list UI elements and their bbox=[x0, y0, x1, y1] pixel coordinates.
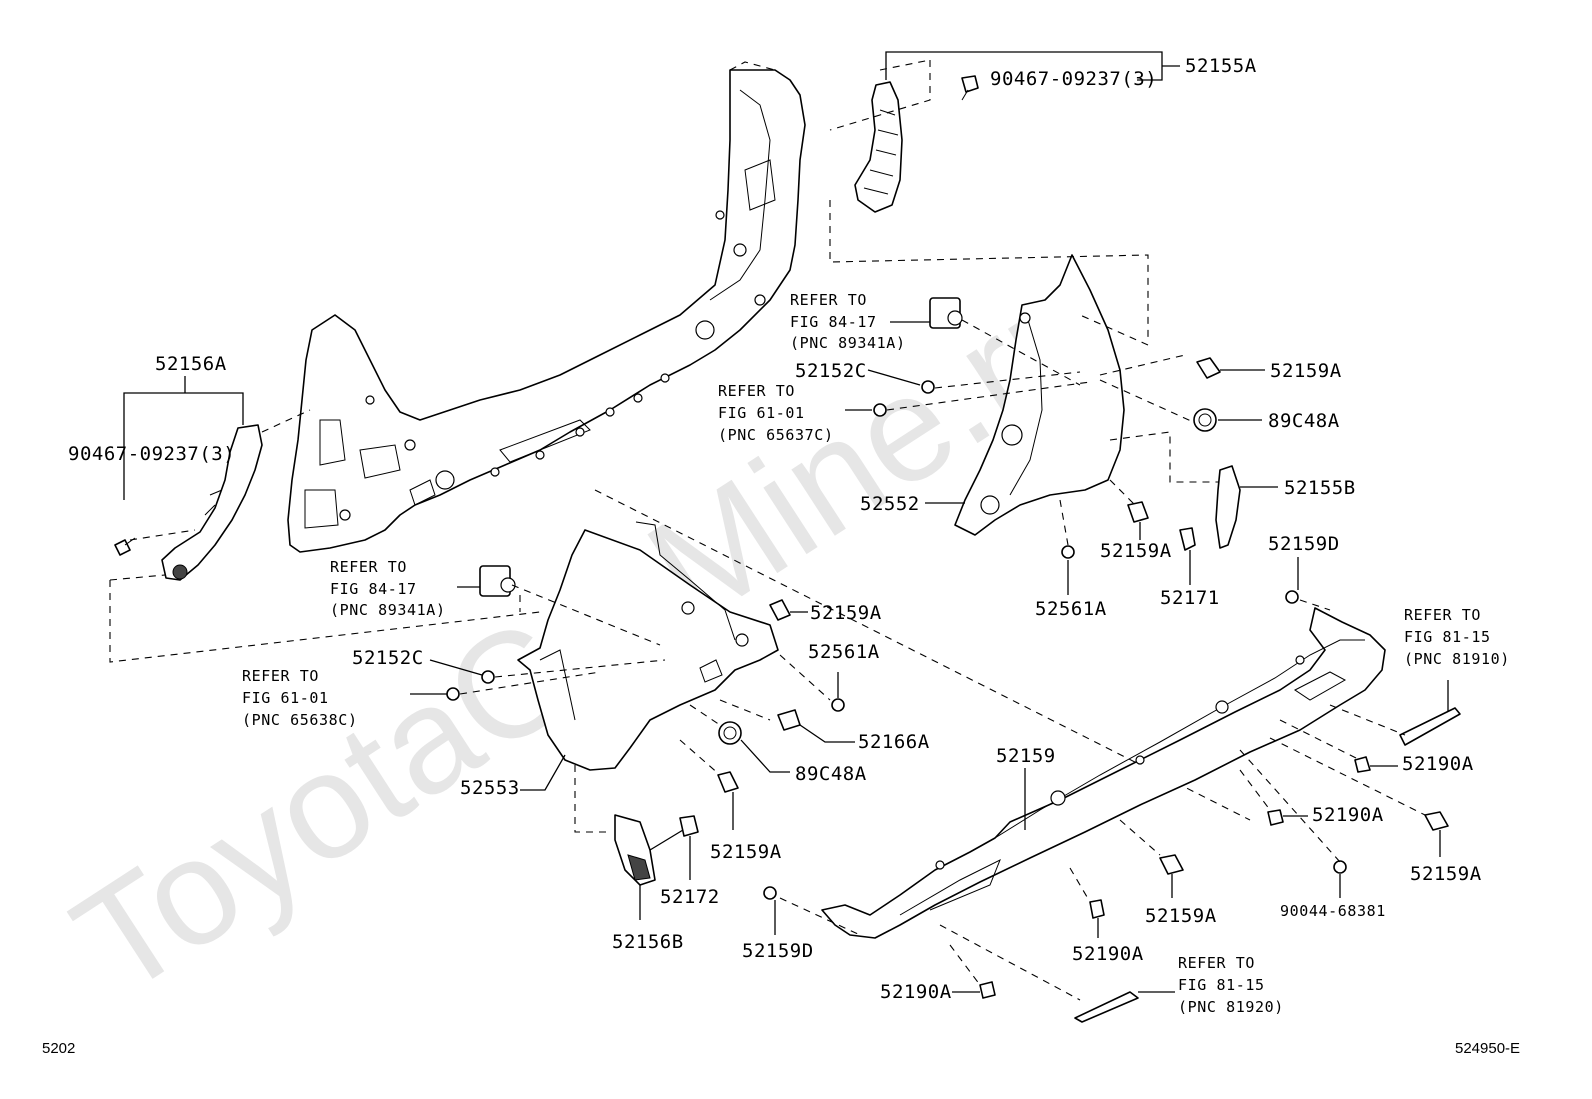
cap-52166A bbox=[777, 709, 801, 731]
label-52155A: 52155A bbox=[1185, 55, 1257, 77]
label-52159: 52159 bbox=[996, 745, 1056, 767]
note-pnc-5: (PNC 81910) bbox=[1404, 650, 1510, 668]
label-52190A-low2: 52190A bbox=[880, 981, 952, 1003]
clip-icon bbox=[961, 75, 979, 101]
clip-52159D-bumper bbox=[1285, 590, 1299, 604]
label-52190A-r1: 52190A bbox=[1402, 753, 1474, 775]
label-52152C-top: 52152C bbox=[795, 360, 867, 382]
note-refer-to-4: REFER TO bbox=[242, 667, 319, 685]
bolt-52159D-low bbox=[763, 886, 777, 900]
note-fig-6: FIG 81-15 bbox=[1178, 976, 1265, 994]
label-52156B: 52156B bbox=[612, 931, 684, 953]
note-fig-3: FIG 84-17 bbox=[330, 580, 417, 598]
note-fig-1: FIG 84-17 bbox=[790, 313, 877, 331]
label-52552: 52552 bbox=[860, 493, 920, 515]
label-52156A: 52156A bbox=[155, 353, 227, 375]
label-52159A-l2: 52159A bbox=[710, 841, 782, 863]
label-52159A-r4: 52159A bbox=[1145, 905, 1217, 927]
label-89C48A-left: 89C48A bbox=[795, 763, 867, 785]
bolt-52159A-bumper bbox=[1159, 811, 1449, 875]
label-52171: 52171 bbox=[1160, 587, 1220, 609]
label-52561A-top: 52561A bbox=[1035, 598, 1107, 620]
note-pnc-4: (PNC 65638C) bbox=[242, 711, 358, 729]
label-52172: 52172 bbox=[660, 886, 720, 908]
label-bolt-90467-top: 90467-09237(3) bbox=[990, 68, 1157, 90]
label-52155B: 52155B bbox=[1284, 477, 1356, 499]
screw-90044 bbox=[1333, 860, 1347, 874]
grommet-89C48A-left bbox=[718, 721, 742, 745]
bracket-52155B bbox=[1215, 465, 1241, 549]
note-refer-to-1: REFER TO bbox=[790, 291, 867, 309]
note-pnc-1: (PNC 89341A) bbox=[790, 334, 906, 352]
bolt-52159A-r2 bbox=[1127, 501, 1149, 523]
bolt-52159A-l2 bbox=[717, 771, 739, 793]
label-52159A-r1: 52159A bbox=[1270, 360, 1342, 382]
illustration-code: 524950-E bbox=[1455, 1040, 1520, 1057]
nut-52561A-top bbox=[1061, 545, 1075, 559]
label-52152C-left: 52152C bbox=[352, 647, 424, 669]
molding-81920 bbox=[1074, 991, 1139, 1023]
grommet-89C48A-r bbox=[1193, 408, 1217, 432]
note-refer-to-5: REFER TO bbox=[1404, 606, 1481, 624]
clip-52171 bbox=[1179, 527, 1196, 551]
clip-52152C-left bbox=[446, 670, 495, 701]
note-refer-to-6: REFER TO bbox=[1178, 954, 1255, 972]
note-pnc-6: (PNC 81920) bbox=[1178, 998, 1284, 1016]
rear-body-panel bbox=[287, 61, 806, 553]
sensor-bracket-left bbox=[479, 565, 516, 597]
note-pnc-3: (PNC 89341A) bbox=[330, 601, 446, 619]
nut-52561A-left bbox=[831, 698, 845, 712]
label-52190A-r2: 52190A bbox=[1312, 804, 1384, 826]
clip-52152C-top bbox=[873, 380, 935, 417]
cover-52552 bbox=[954, 254, 1125, 536]
label-52159D-low: 52159D bbox=[742, 940, 814, 962]
label-52166A: 52166A bbox=[858, 731, 930, 753]
cover-52553 bbox=[517, 521, 779, 771]
note-refer-to-3: REFER TO bbox=[330, 558, 407, 576]
note-refer-to-2: REFER TO bbox=[718, 382, 795, 400]
note-fig-2: FIG 61-01 bbox=[718, 404, 805, 422]
bolt-52159A-r1 bbox=[1196, 357, 1221, 379]
molding-81910 bbox=[1399, 707, 1461, 746]
label-bolt-90044: 90044-68381 bbox=[1280, 902, 1386, 920]
note-fig-4: FIG 61-01 bbox=[242, 689, 329, 707]
note-pnc-2: (PNC 65637C) bbox=[718, 426, 834, 444]
page-code: 5202 bbox=[42, 1040, 75, 1057]
label-52159A-l1: 52159A bbox=[810, 602, 882, 624]
label-52190A-low1: 52190A bbox=[1072, 943, 1144, 965]
sensor-bracket-top bbox=[929, 297, 963, 329]
label-89C48A-r: 89C48A bbox=[1268, 410, 1340, 432]
label-52159D-r: 52159D bbox=[1268, 533, 1340, 555]
label-52159A-r3: 52159A bbox=[1410, 863, 1482, 885]
bolt-52159A-l1 bbox=[769, 599, 791, 621]
mudguard-52156B bbox=[614, 814, 656, 886]
bumper-52159 bbox=[821, 607, 1386, 939]
label-bolt-90467-left: 90467-09237(3) bbox=[68, 443, 235, 465]
label-52561A-left: 52561A bbox=[808, 641, 880, 663]
note-fig-5: FIG 81-15 bbox=[1404, 628, 1491, 646]
clip-52190A-icons bbox=[979, 756, 1371, 999]
bolt-icon-left bbox=[114, 537, 136, 556]
bracket-52156A bbox=[161, 424, 263, 581]
label-52553: 52553 bbox=[460, 777, 520, 799]
clip-52172 bbox=[679, 815, 699, 837]
label-52159A-r2: 52159A bbox=[1100, 540, 1172, 562]
bracket-52155A bbox=[854, 81, 903, 213]
